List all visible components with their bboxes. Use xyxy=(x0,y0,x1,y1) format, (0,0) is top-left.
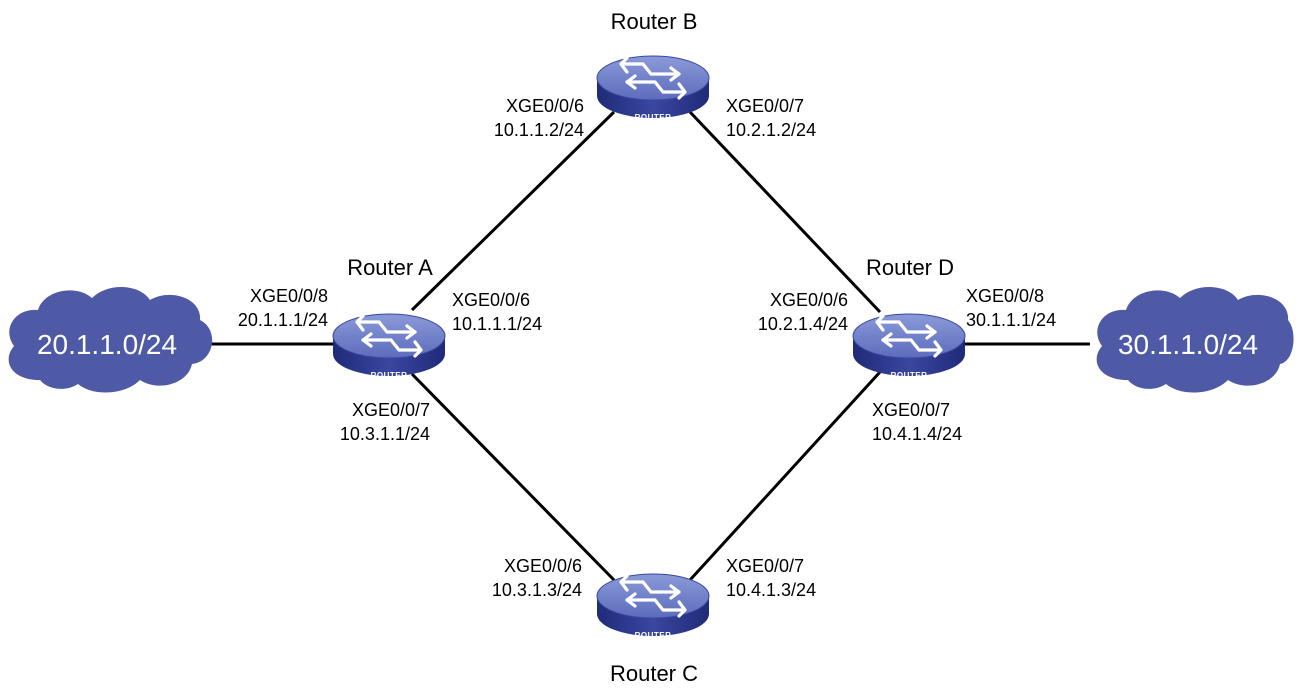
router-d-port-xge006: XGE0/0/6 10.2.1.4/24 xyxy=(716,288,848,336)
router-a-title: Router A xyxy=(347,255,433,280)
cloud-right-network: 30.1.1.0/24 xyxy=(1096,286,1294,393)
link-router-c-router-d xyxy=(688,370,882,582)
router-c-port-xge007: XGE0/0/7 10.4.1.3/24 xyxy=(726,554,856,602)
router-b-port-xge006: XGE0/0/6 10.1.1.2/24 xyxy=(454,94,584,142)
port-ip: 10.4.1.3/24 xyxy=(726,580,817,600)
router-d-badge: ROUTER xyxy=(891,371,928,380)
port-name: XGE0/0/6 xyxy=(505,96,584,116)
router-d-title: Router D xyxy=(865,255,955,280)
cloud-left-network: 20.1.1.0/24 xyxy=(8,286,213,393)
port-ip: 30.1.1.1/24 xyxy=(966,310,1057,330)
port-name: XGE0/0/6 xyxy=(452,290,531,310)
link-router-a-router-b xyxy=(410,110,616,312)
port-name: XGE0/0/8 xyxy=(966,286,1045,306)
links xyxy=(208,110,1090,582)
router-a-badge: ROUTER xyxy=(371,371,408,380)
router-c-badge: ROUTER xyxy=(635,631,672,640)
port-name: XGE0/0/6 xyxy=(503,556,582,576)
router-b-port-xge007: XGE0/0/7 10.2.1.2/24 xyxy=(726,94,856,142)
left-network-label: 20.1.1.0/24 xyxy=(37,329,177,360)
router-a-port-xge006: XGE0/0/6 10.1.1.1/24 xyxy=(452,288,582,336)
port-ip: 10.2.1.2/24 xyxy=(726,120,817,140)
router-a-port-xge007: XGE0/0/7 10.3.1.1/24 xyxy=(300,398,430,446)
port-name: XGE0/0/7 xyxy=(726,96,805,116)
router-b-badge: ROUTER xyxy=(635,113,672,122)
router-a-port-xge008: XGE0/0/8 20.1.1.1/24 xyxy=(200,284,328,332)
port-ip: 10.1.1.1/24 xyxy=(452,314,543,334)
router-a-icon[interactable]: ROUTER xyxy=(331,312,447,380)
link-router-b-router-d xyxy=(688,110,882,314)
router-c-title: Router C xyxy=(609,661,699,686)
port-name: XGE0/0/7 xyxy=(351,400,430,420)
router-b-title: Router B xyxy=(610,9,698,34)
port-name: XGE0/0/7 xyxy=(726,556,805,576)
port-name: XGE0/0/6 xyxy=(769,290,848,310)
router-d-port-xge008: XGE0/0/8 30.1.1.1/24 xyxy=(966,284,1098,332)
router-d-icon[interactable]: ROUTER xyxy=(851,312,967,380)
port-name: XGE0/0/7 xyxy=(872,400,951,420)
port-ip: 10.2.1.4/24 xyxy=(757,314,848,334)
port-ip: 10.4.1.4/24 xyxy=(872,424,963,444)
router-b-icon[interactable]: ROUTER xyxy=(595,54,711,122)
link-router-a-router-c xyxy=(410,372,616,582)
router-d-port-xge007: XGE0/0/7 10.4.1.4/24 xyxy=(872,398,1004,446)
port-ip: 20.1.1.1/24 xyxy=(237,310,328,330)
router-c-port-xge006: XGE0/0/6 10.3.1.3/24 xyxy=(452,554,582,602)
port-ip: 10.3.1.3/24 xyxy=(491,580,582,600)
router-c-icon[interactable]: ROUTER xyxy=(595,572,711,640)
port-ip: 10.1.1.2/24 xyxy=(493,120,584,140)
port-name: XGE0/0/8 xyxy=(249,286,328,306)
port-ip: 10.3.1.1/24 xyxy=(339,424,430,444)
right-network-label: 30.1.1.0/24 xyxy=(1118,329,1258,360)
